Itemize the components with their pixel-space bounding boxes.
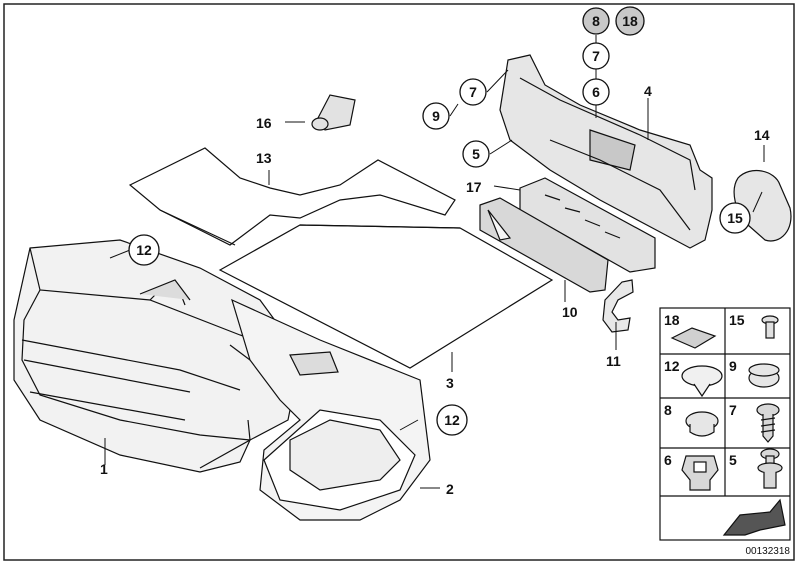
part-16-bracket: [311, 94, 356, 131]
cap-icon: [748, 363, 780, 388]
part-10-panel: [479, 197, 609, 293]
callout-10: 10: [562, 304, 578, 320]
circled-callout-9: 9: [422, 102, 450, 130]
svg-text:6: 6: [592, 84, 600, 100]
callout-16: 16: [256, 115, 272, 131]
diagram-frame: [3, 3, 795, 561]
callout-17: 17: [466, 179, 482, 195]
callout-13: 13: [256, 150, 272, 166]
part-3-floor-mat: [218, 224, 554, 369]
circled-callout-12-left: 12: [128, 234, 160, 266]
screw-icon: [756, 403, 780, 443]
callout-4: 4: [644, 83, 652, 99]
part-11-hook: [602, 279, 634, 333]
part-1-side-trim: [13, 239, 297, 473]
circled-callout-6: 6: [582, 78, 610, 106]
push-rivet-icon: [757, 448, 783, 489]
circled-callout-18: 18: [615, 6, 645, 36]
callout-1: 1: [100, 461, 108, 477]
legend-label-9: 9: [729, 358, 737, 374]
reference-number: 00132318: [746, 546, 791, 557]
expanding-rivet-icon: [681, 365, 723, 398]
legend-label-5: 5: [729, 452, 737, 468]
pad-icon: [670, 327, 717, 349]
plug-icon: [685, 411, 719, 437]
circled-callout-7-left: 7: [459, 78, 487, 106]
circled-callout-5: 5: [462, 140, 490, 168]
svg-text:5: 5: [472, 146, 480, 162]
svg-text:15: 15: [727, 210, 743, 226]
leader-lines: [104, 35, 765, 489]
legend-label-12: 12: [664, 358, 680, 374]
svg-text:12: 12: [136, 242, 152, 258]
grommet-icon: [681, 455, 719, 491]
callout-14: 14: [754, 127, 770, 143]
svg-text:7: 7: [469, 84, 477, 100]
legend-label-6: 6: [664, 452, 672, 468]
callout-2: 2: [446, 481, 454, 497]
circled-callout-8: 8: [582, 7, 610, 35]
svg-text:9: 9: [432, 108, 440, 124]
legend-label-7: 7: [729, 402, 737, 418]
svg-text:12: 12: [444, 412, 460, 428]
part-13-cover-panel: [128, 147, 456, 246]
svg-text:8: 8: [592, 13, 600, 29]
callout-3: 3: [446, 375, 454, 391]
fastener-legend: [659, 307, 791, 541]
legend-label-15: 15: [729, 312, 745, 328]
circled-callout-12-right: 12: [436, 404, 468, 436]
part-4-rear-trim: [499, 54, 713, 249]
legend-label-18: 18: [664, 312, 680, 328]
svg-text:18: 18: [622, 13, 638, 29]
circled-callout-15: 15: [719, 202, 751, 234]
svg-text:7: 7: [592, 48, 600, 64]
arrow-icon: [722, 498, 786, 536]
clip-icon: [761, 315, 779, 339]
circled-callout-7-upper: 7: [582, 42, 610, 70]
part-2-storage-tray: [231, 298, 431, 521]
callout-11: 11: [606, 353, 621, 369]
legend-label-8: 8: [664, 402, 672, 418]
